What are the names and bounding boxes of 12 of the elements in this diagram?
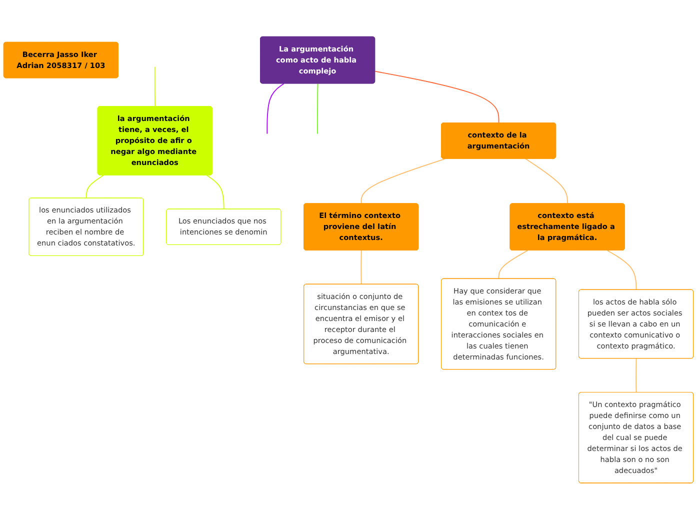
connector — [360, 158, 446, 204]
connector — [525, 158, 568, 204]
connector — [636, 358, 637, 394]
connector — [317, 83, 318, 134]
connector — [86, 175, 104, 199]
connector — [374, 71, 500, 124]
connector — [606, 250, 637, 290]
connector — [206, 175, 224, 210]
connector — [154, 66, 156, 108]
connector — [266, 83, 284, 134]
connector — [360, 250, 362, 285]
connector — [498, 250, 528, 280]
